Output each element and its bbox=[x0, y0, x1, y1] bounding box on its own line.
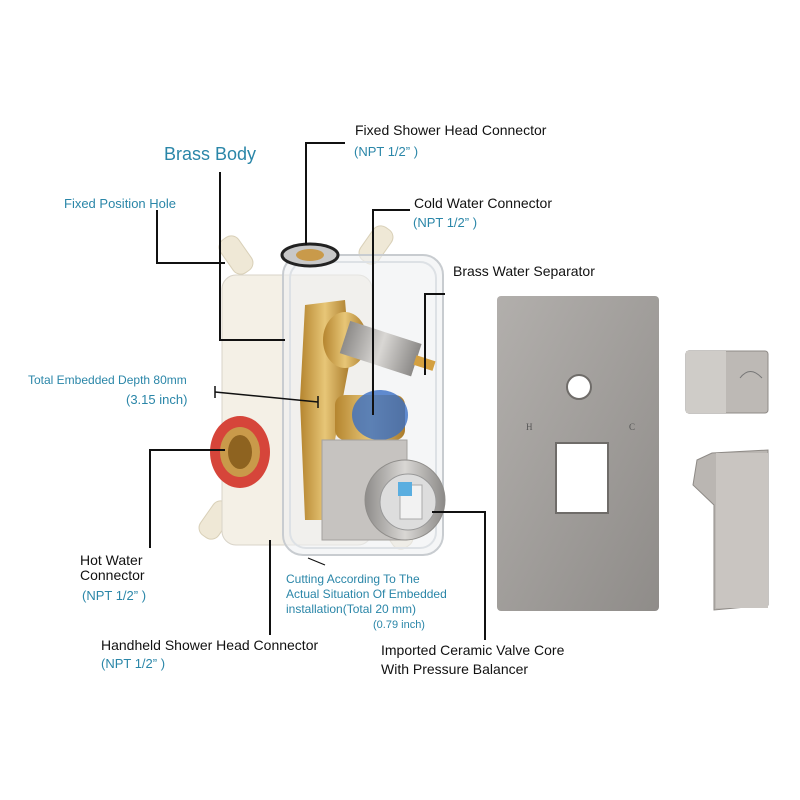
handheld-shower-label: Handheld Shower Head Connector bbox=[101, 637, 319, 653]
trim-hole bbox=[566, 374, 592, 400]
embedded-depth-spec: (3.15 inch) bbox=[126, 392, 188, 407]
hot-water-label-line2: Connector bbox=[80, 567, 145, 583]
cutting-line3: installation(Total 20 mm) bbox=[286, 602, 417, 616]
fixed-shower-spec: (NPT 1/2” ) bbox=[354, 144, 419, 159]
brass-body-title: Brass Body bbox=[164, 144, 257, 164]
cold-water-label: Cold Water Connector bbox=[414, 195, 552, 211]
valve-core-line2: With Pressure Balancer bbox=[381, 661, 529, 677]
cold-water-spec: (NPT 1/2” ) bbox=[413, 215, 478, 230]
handheld-shower-spec: (NPT 1/2” ) bbox=[101, 656, 166, 671]
fixed-shower-label: Fixed Shower Head Connector bbox=[355, 122, 547, 138]
blue-seal bbox=[352, 390, 408, 440]
separator-stem bbox=[339, 320, 422, 377]
embedded-depth-label: Total Embedded Depth 80mm bbox=[28, 373, 187, 387]
cutting-line2: Actual Situation Of Embedded bbox=[286, 587, 447, 601]
trim-square-opening bbox=[555, 442, 609, 514]
valve-core-line1: Imported Ceramic Valve Core bbox=[381, 642, 565, 658]
cutting-line1: Cutting According To The bbox=[286, 572, 420, 586]
leader-lines bbox=[149, 142, 486, 640]
hot-water-spec: (NPT 1/2” ) bbox=[82, 588, 147, 603]
cutting-line4: (0.79 inch) bbox=[373, 619, 425, 631]
brass-separator-label: Brass Water Separator bbox=[453, 263, 595, 279]
hot-water-label-line1: Hot Water bbox=[80, 552, 143, 568]
trim-cold-mark: C bbox=[629, 422, 636, 432]
fixed-position-hole-label: Fixed Position Hole bbox=[64, 196, 176, 211]
trim-hot-mark: H bbox=[526, 422, 533, 432]
